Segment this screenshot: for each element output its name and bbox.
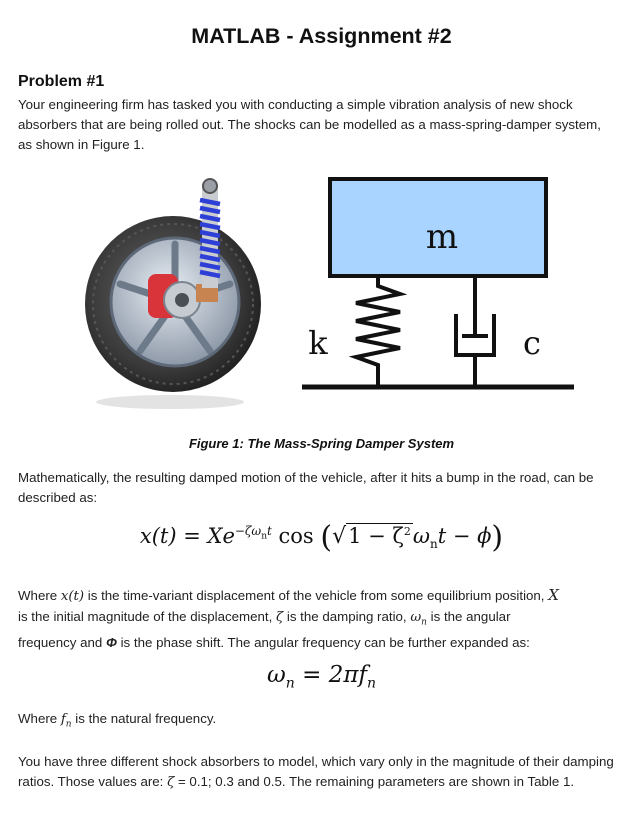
problem-heading: Problem #1 (18, 73, 105, 90)
mass-spring-damper-diagram: m k c (302, 177, 574, 390)
damper-label: c (523, 324, 541, 362)
intro-paragraph: Your engineering firm has tasked you wit… (18, 97, 601, 152)
spring-label: k (308, 324, 328, 362)
math-intro-paragraph: Mathematically, the resulting damped mot… (18, 470, 594, 505)
natural-frequency-paragraph: Where fn is the natural frequency. (18, 711, 217, 730)
wheel-shock-image (85, 178, 261, 409)
spring (348, 276, 408, 385)
closing-paragraph: You have three different shock absorbers… (18, 754, 614, 790)
displacement-equation: x(t) = Xe−ζωnt cos (√1 − ζ2ωnt − ϕ) (139, 520, 504, 555)
mass-block (328, 177, 548, 278)
mass-label: m (426, 217, 458, 257)
page-title: MATLAB - Assignment #2 (191, 24, 452, 48)
angular-frequency-equation: ωn = 2πfn (267, 662, 376, 692)
damper (454, 276, 496, 385)
variables-paragraph: Where x(t) is the time-variant displacem… (18, 586, 559, 650)
figure-caption: Figure 1: The Mass-Spring Damper System (188, 436, 455, 451)
